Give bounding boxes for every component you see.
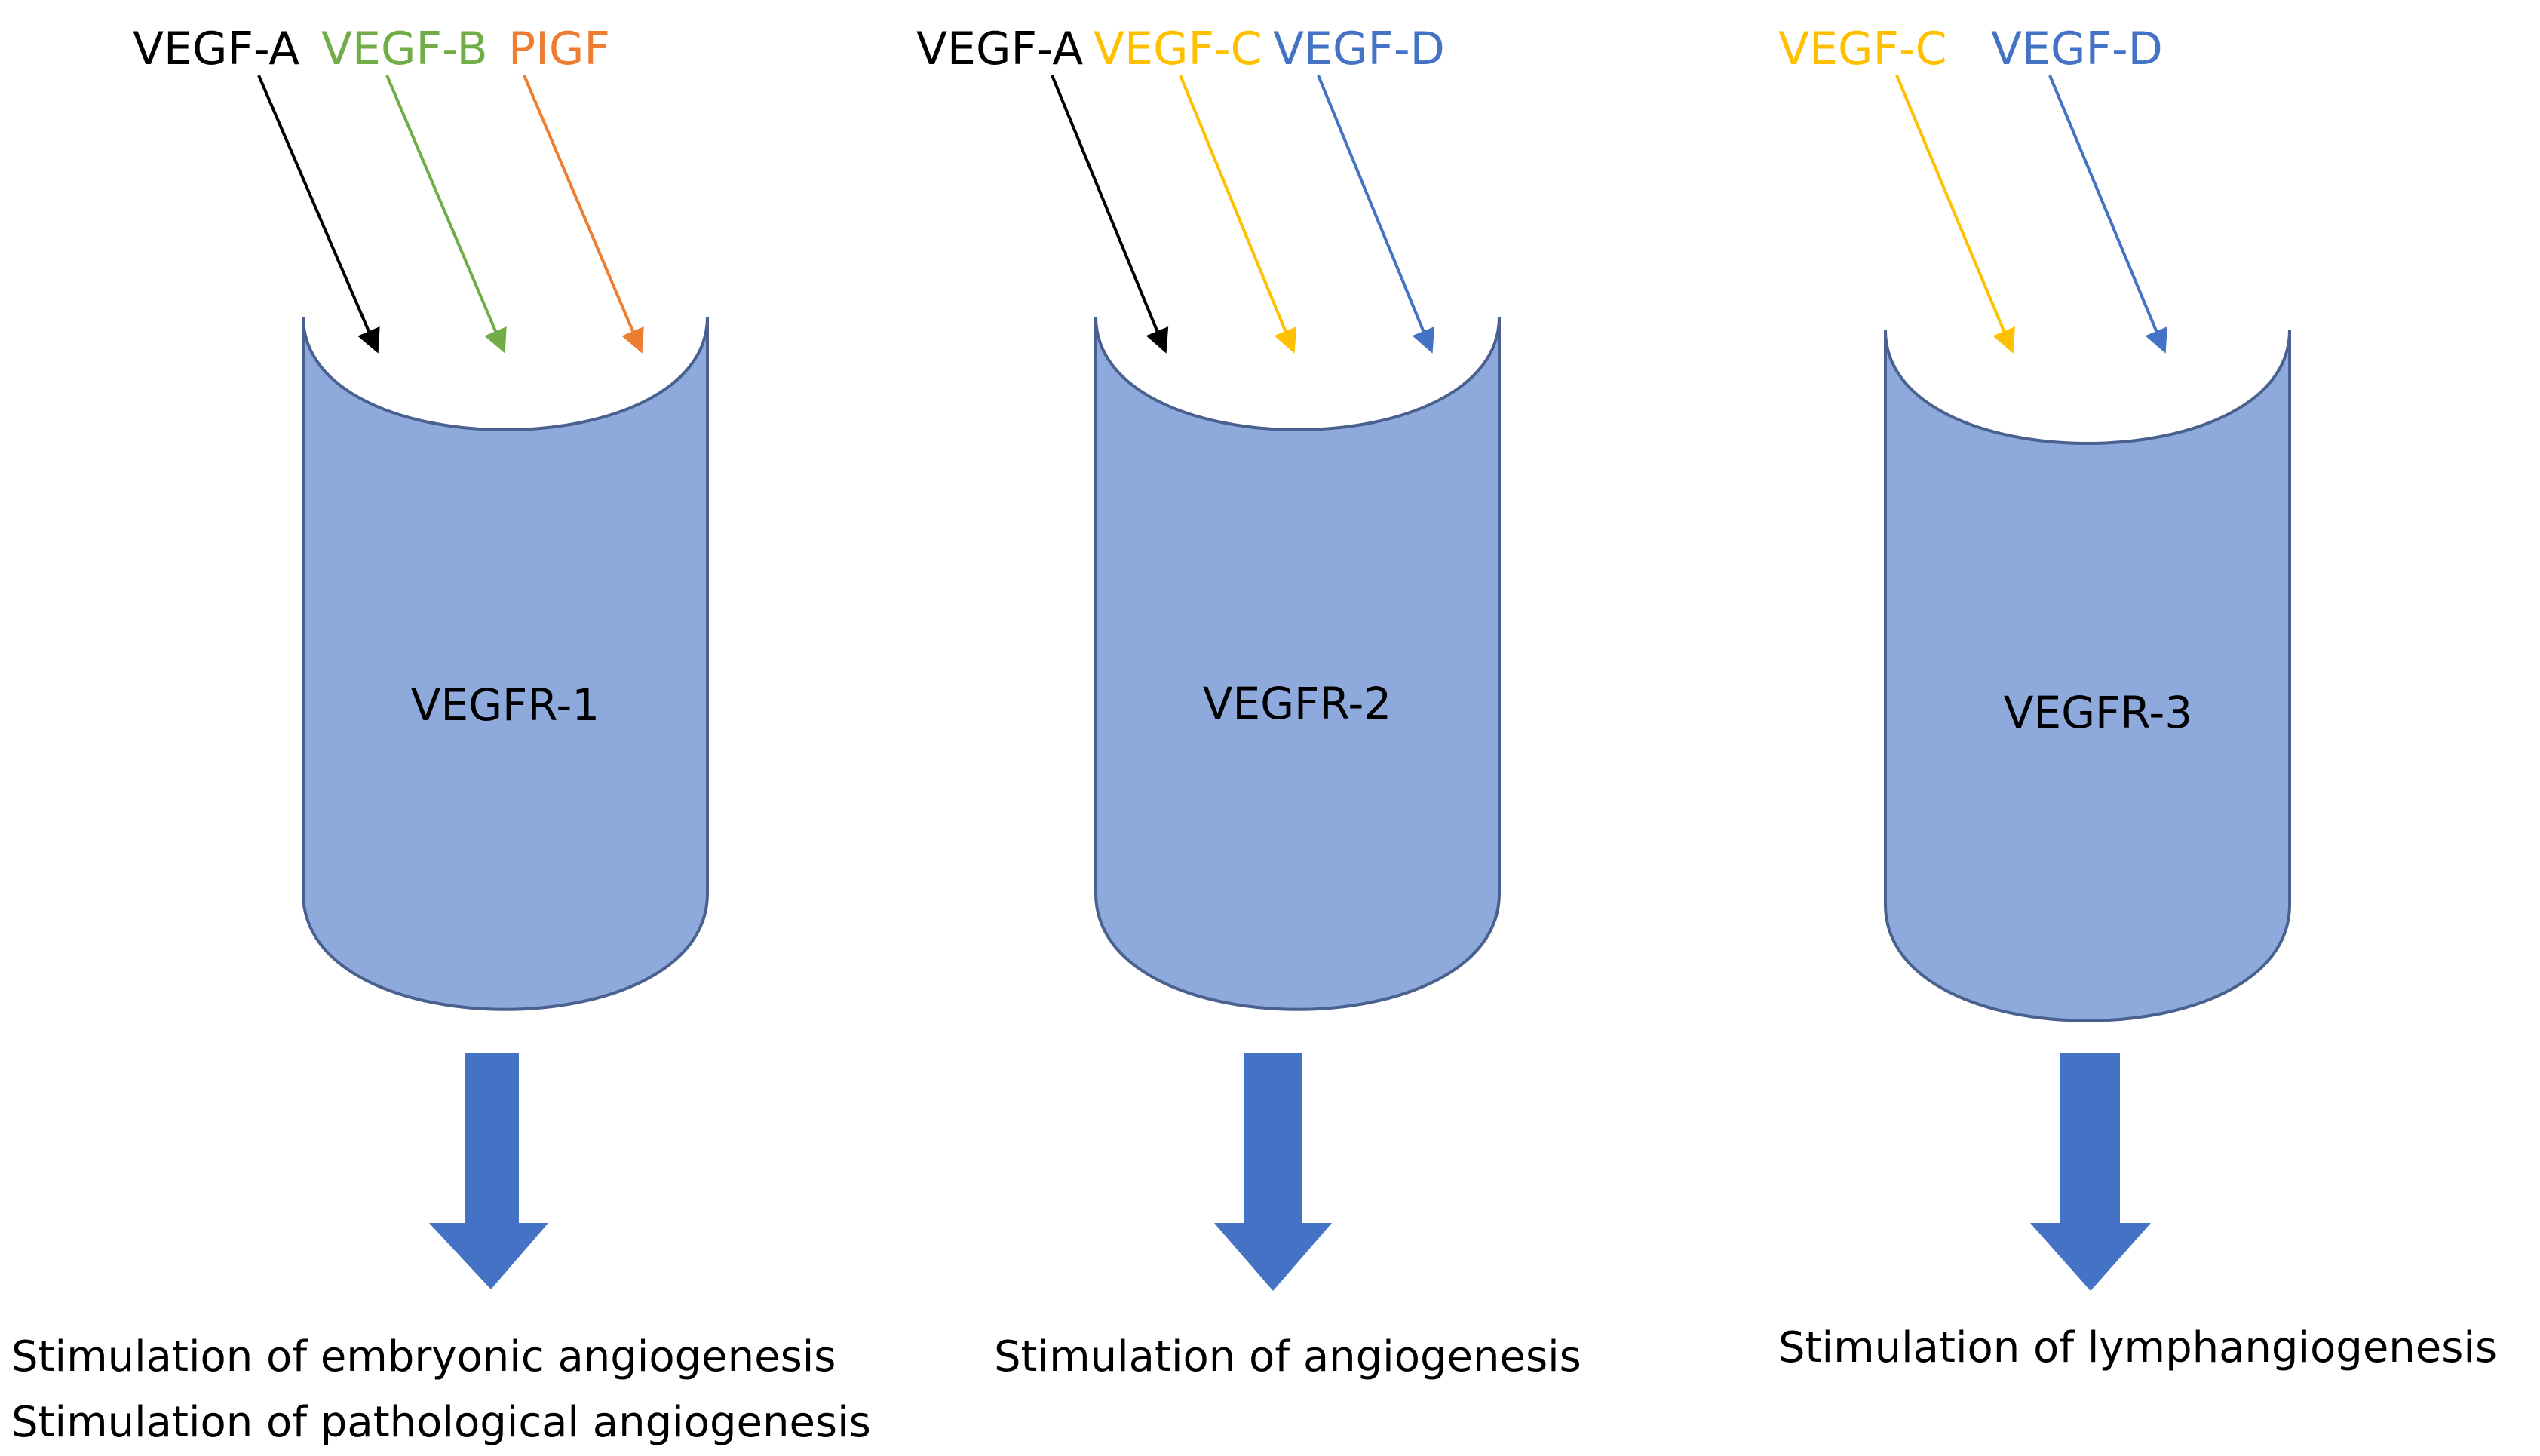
ligand-label-pigf: PIGF [508, 23, 610, 75]
receptor-cylinder-vegfr-3 [1884, 330, 2291, 1022]
receptor-cylinder-vegfr-1 [302, 316, 709, 1011]
outcome-line-lymphangiogenesis: Stimulation of lymphangiogenesis [1778, 1323, 2497, 1372]
receptor-label-vegfr-3: VEGFR-3 [2004, 687, 2192, 738]
receptor-cylinder-vegfr-2 [1094, 316, 1501, 1011]
ligand-label-vegf-a: VEGF-A [133, 23, 299, 75]
ligand-label-vegf-d: VEGF-D [1991, 23, 2163, 75]
receptor-label-vegfr-2: VEGFR-2 [1203, 678, 1391, 729]
binding-arrow-vegf-a [1051, 75, 1169, 354]
ligand-label-vegf-d: VEGF-D [1273, 23, 1445, 75]
outcome-line-angiogenesis: Stimulation of angiogenesis [994, 1332, 1581, 1381]
ligand-label-vegf-c: VEGF-C [1094, 23, 1262, 75]
binding-arrow-pigf [523, 75, 644, 354]
binding-arrow-vegf-d [2048, 75, 2168, 354]
signal-arrow-vegfr-2 [1214, 1053, 1332, 1291]
ligand-label-vegf-b: VEGF-B [321, 23, 488, 75]
binding-arrow-vegf-c [1895, 75, 2015, 354]
binding-arrow-vegf-d [1317, 75, 1435, 354]
binding-arrow-vegf-b [385, 75, 507, 354]
signal-arrow-vegfr-3 [2030, 1053, 2151, 1291]
receptor-group-vegfr-1: VEGF-A VEGF-B PIGF VEGFR-1 Stimulation o… [11, 23, 871, 1447]
outcome-line-embryonic-angiogenesis: Stimulation of embryonic angiogenesis [11, 1332, 836, 1381]
outcome-line-pathological-angiogenesis: Stimulation of pathological angiogenesis [11, 1398, 871, 1447]
binding-arrow-vegf-c [1179, 75, 1297, 354]
binding-arrow-vegf-a [257, 75, 380, 354]
ligand-label-vegf-c: VEGF-C [1778, 23, 1947, 75]
signal-arrow-vegfr-1 [429, 1053, 548, 1289]
ligand-label-vegf-a: VEGF-A [916, 23, 1083, 75]
receptor-label-vegfr-1: VEGFR-1 [411, 679, 600, 731]
receptor-group-vegfr-2: VEGF-A VEGF-C VEGF-D VEGFR-2 Stimulation… [916, 23, 1581, 1381]
receptor-group-vegfr-3: VEGF-C VEGF-D VEGFR-3 Stimulation of lym… [1778, 23, 2497, 1372]
